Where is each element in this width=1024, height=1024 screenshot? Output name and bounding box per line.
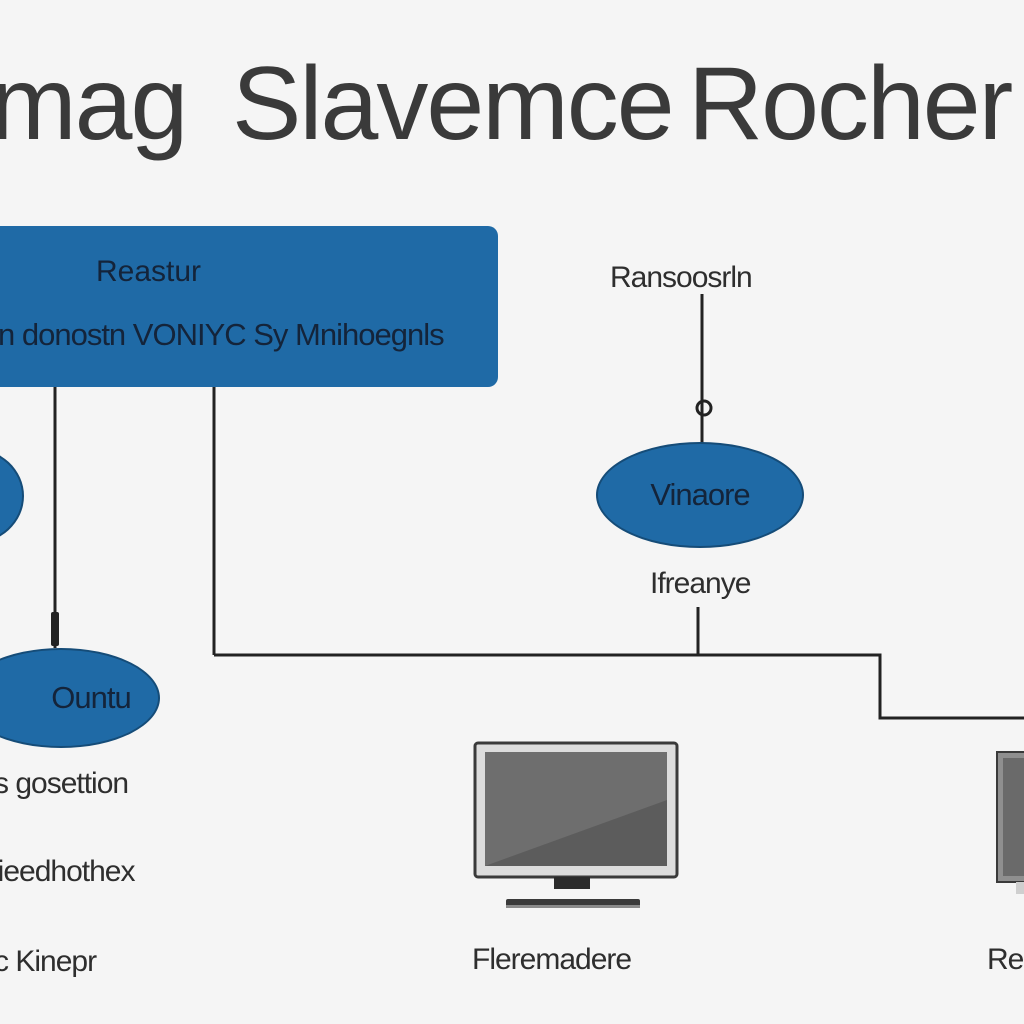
- connector-knots: [51, 399, 713, 646]
- monitor-base-edge: [506, 905, 640, 908]
- label-left-1: s gosettion: [0, 767, 129, 800]
- main-box-subtitle: n donostn VONIYC Sy Mnihoegnls: [0, 317, 445, 352]
- right-ellipse-label: Vinaore: [650, 477, 750, 512]
- label-left-3: c Kinepr: [0, 945, 97, 978]
- connector-knot-left: [51, 612, 59, 646]
- main-box-title: Reastur: [96, 255, 202, 288]
- bottom-ellipse-node: Ountu: [0, 648, 160, 748]
- label-left-2: lieedhothex: [0, 855, 135, 888]
- headline-right: Rocher: [688, 46, 1013, 162]
- connector-lines: [53, 294, 1024, 720]
- server-tower-icon: [996, 751, 1024, 894]
- tower-foot: [1016, 882, 1024, 894]
- label-right-cut: Re: [987, 943, 1024, 976]
- bottom-ellipse-label: Ountu: [51, 680, 131, 715]
- label-right-below-ellipse: Ifreanye: [650, 567, 751, 600]
- headline-middle: Slavemce: [232, 46, 675, 162]
- monitor-glare: [485, 752, 667, 866]
- connector-bus: [214, 653, 1024, 720]
- connector-knot-top: [695, 399, 713, 417]
- headline-left: mag: [0, 46, 188, 162]
- monitor-neck: [554, 877, 590, 889]
- right-ellipse-node: Vinaore: [596, 442, 804, 548]
- label-monitor: Fleremadere: [472, 943, 632, 976]
- tower-face: [1003, 758, 1024, 876]
- main-box: [0, 226, 498, 387]
- label-top-right: Ransoosrln: [610, 261, 753, 294]
- monitor-icon: [473, 741, 679, 908]
